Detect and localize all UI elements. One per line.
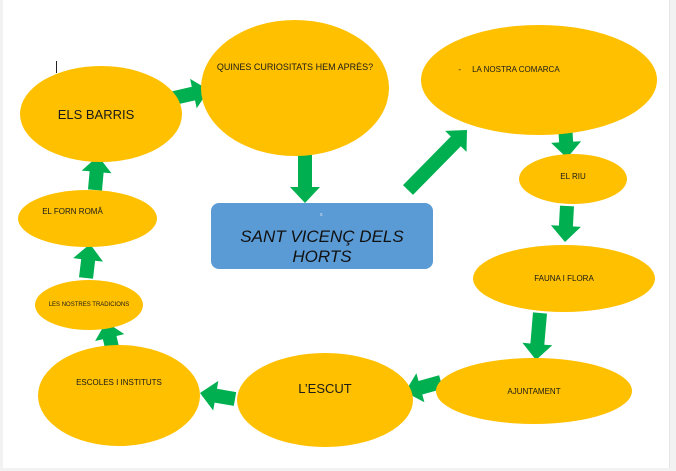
node-el-forn-roma[interactable]: EL FORN ROMÂ xyxy=(18,190,157,247)
node-la-nostra-comarca[interactable]: - LA NOSTRA COMARCA xyxy=(421,25,657,135)
node-quines-curiositats[interactable]: QUINES CURIOSITATS HEM APRÈS? xyxy=(201,20,389,156)
node-label: LES NOSTRES TRADICIONS xyxy=(48,302,130,308)
node-les-nostres-tradicions[interactable]: LES NOSTRES TRADICIONS xyxy=(35,280,143,330)
node-label: ESCOLES I INSTITUTS xyxy=(76,378,162,387)
page-edge-left xyxy=(0,0,3,471)
node-ajuntament[interactable]: AJUNTAMENT xyxy=(436,358,632,424)
arrow-forn-to-barris xyxy=(81,156,112,191)
node-label: AJUNTAMENT xyxy=(507,386,561,396)
node-label: EL FORN ROMÂ xyxy=(42,207,103,216)
arrow-tradicions-to-forn xyxy=(73,244,103,279)
node-lescut[interactable]: L’ESCUT xyxy=(237,353,413,447)
node-label: EL RIU xyxy=(560,172,586,181)
arrow-center-to-comarca xyxy=(403,130,467,195)
node-label: - LA NOSTRA COMARCA xyxy=(458,65,560,74)
page-edge-right xyxy=(669,0,676,471)
node-escoles-i-instituts[interactable]: ESCOLES I INSTITUTS xyxy=(38,345,200,446)
arrow-ajuntament-to-lescut xyxy=(405,373,443,403)
node-label: FAUNA I FLORA xyxy=(534,274,594,283)
arrow-barris-to-curiositats xyxy=(172,78,209,109)
page-edge-bottom xyxy=(0,468,676,471)
center-topic-box[interactable]: s SANT VICENÇ DELS HORTS xyxy=(211,203,433,269)
node-label: ELS BARRIS xyxy=(57,106,135,122)
text-cursor xyxy=(56,61,57,73)
arrow-curiositats-to-center xyxy=(290,155,320,203)
node-fauna-i-flora[interactable]: FAUNA I FLORA xyxy=(473,245,655,312)
arrow-fauna-to-ajuntament xyxy=(522,312,553,360)
node-els-barris[interactable]: ELS BARRIS xyxy=(20,66,182,162)
center-topic-title: SANT VICENÇ DELS HORTS xyxy=(240,227,404,266)
arrow-lescut-to-escoles xyxy=(200,380,237,411)
node-el-riu[interactable]: EL RIU xyxy=(519,154,627,204)
node-label: QUINES CURIOSITATS HEM APRÈS? xyxy=(216,62,374,72)
node-label: L’ESCUT xyxy=(298,381,352,396)
center-box-mark: s xyxy=(320,212,323,218)
arrow-riu-to-fauna xyxy=(550,205,581,242)
